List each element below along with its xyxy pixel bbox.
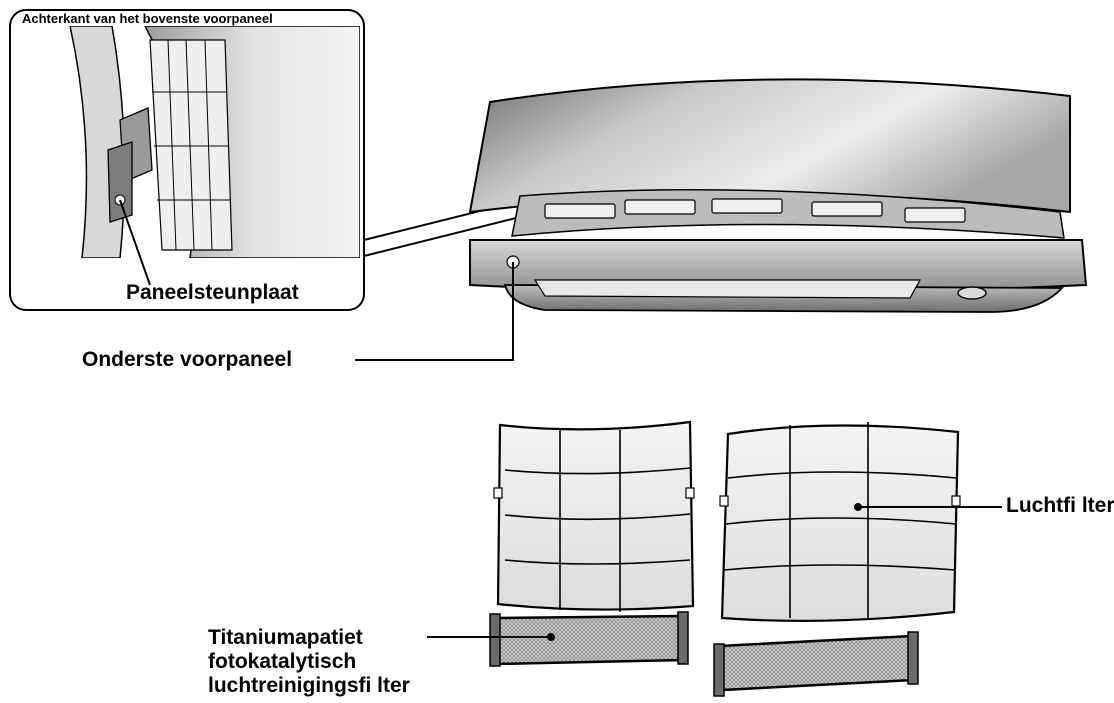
inset-leader-line [119,199,151,286]
filter-frames-in-unit [544,198,966,223]
louver [533,279,922,299]
inset-illustration [60,26,360,258]
lower-panel-leader-line [355,262,514,361]
air-filter-label: Luchtfi lter [1006,494,1114,517]
inset-panel [9,9,365,311]
air-filter-left [493,420,695,612]
panel-support-plate-label: Paneelsteunplaat [126,281,299,304]
photocatalytic-filter-label-line2: fotokatalytisch [208,650,357,674]
indoor-unit [468,78,1088,313]
inset-title: Achterkant van het bovenste voorpaneel [22,11,273,26]
sensor-window [957,286,987,300]
photocatalytic-filter-right [713,631,919,697]
lower-front-panel-label: Onderste voorpaneel [82,348,293,371]
photocatalytic-filter-label: Titaniumapatiet fotokatalytisch luchtrei… [208,626,410,698]
photocatalytic-filter-label-line1: Titaniumapatiet [208,626,363,649]
photocatalytic-filter-left [489,611,689,667]
air-filter-right [719,422,961,623]
photocatalytic-filter-label-line3: luchtreinigingsfi lter [208,674,410,698]
